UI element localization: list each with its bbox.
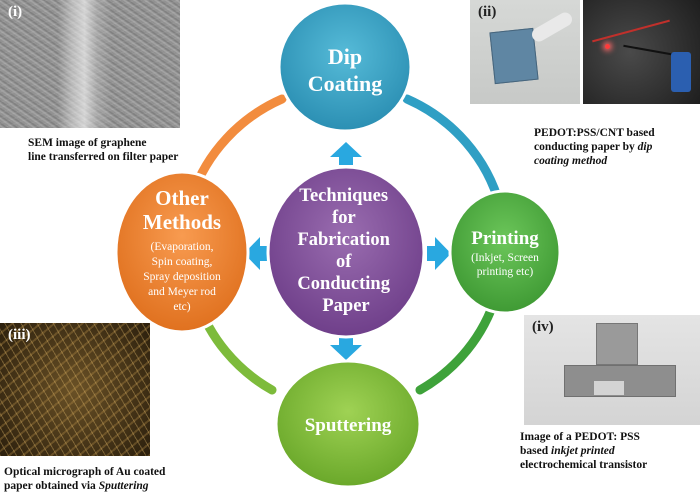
panel-tag-iii: (iii) [8, 327, 31, 343]
dip-coated-paper-photo: (ii) [470, 0, 580, 104]
caption-i: SEM image of graphene line transferred o… [28, 137, 179, 163]
ring-arc-dip-printing [402, 94, 505, 211]
arrow-left [244, 237, 268, 270]
printing-title: Printing [471, 228, 539, 249]
transistor-photo: (iv) [524, 315, 700, 425]
optical-micrograph: (iii) [0, 323, 150, 456]
circuit-led-photo [583, 0, 700, 104]
node-sputtering: Sputtering [274, 359, 422, 489]
center-title: Techniques for Fabrication of Conducting… [297, 186, 394, 316]
arrows [244, 142, 451, 360]
caption-iv: Image of a PEDOT: PSS based inkjet print… [520, 431, 648, 471]
caption-iii: Optical micrograph of Au coated paper ob… [4, 466, 166, 492]
panel-tag-ii: (ii) [478, 4, 497, 20]
caption-ii: PEDOT:PSS/CNT based conducting paper by … [534, 127, 655, 167]
node-center: Techniques for Fabrication of Conducting… [266, 165, 426, 339]
arrow-down [330, 336, 362, 360]
arrow-right [427, 237, 451, 270]
other-subtitle: (Evaporation,Spin coating,Spray depositi… [143, 241, 221, 313]
sem-image: (i) [0, 0, 180, 128]
arrow-up [330, 142, 362, 165]
panel-tag-iv: (iv) [532, 319, 554, 335]
panel-tag-i: (i) [8, 4, 23, 20]
sputtering-title: Sputtering [305, 415, 392, 436]
